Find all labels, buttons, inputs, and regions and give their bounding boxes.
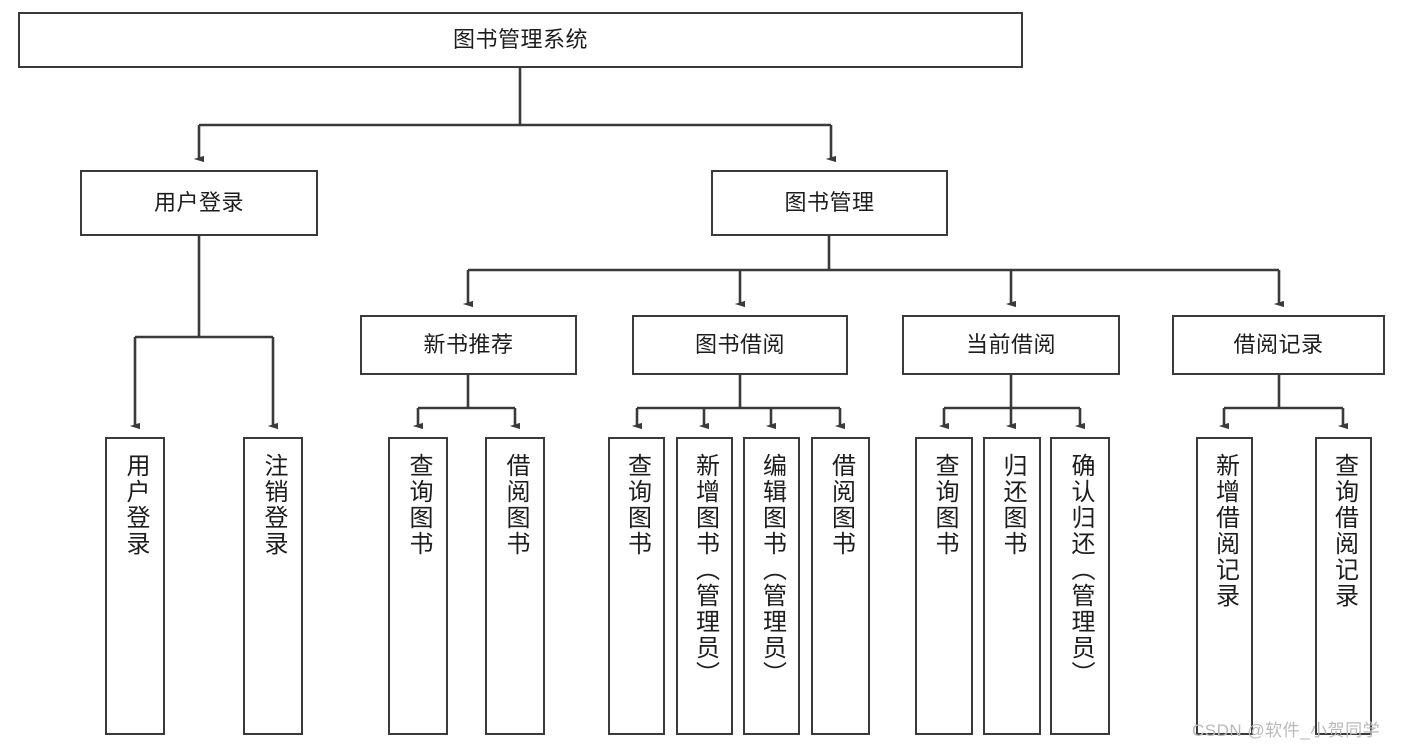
leaf-node-label: 查询图书: [405, 453, 432, 557]
leaf-node[interactable]: 编辑图书（管理员）: [743, 437, 800, 735]
leaf-node[interactable]: 查询图书: [608, 437, 665, 735]
leaf-node[interactable]: 用户登录: [105, 437, 165, 735]
leaf-node-label: 查询借阅记录: [1330, 453, 1358, 609]
leaf-node-label: 查询图书: [931, 453, 958, 557]
leaf-node-label: 确认归还（管理员）: [1067, 453, 1094, 687]
node-label: 当前借阅: [965, 332, 1056, 358]
node-label: 借阅记录: [1233, 332, 1324, 358]
node-level3-book-borrow[interactable]: 图书借阅: [632, 315, 848, 375]
leaf-node[interactable]: 查询图书: [915, 437, 973, 735]
leaf-node[interactable]: 新增图书（管理员）: [676, 437, 733, 735]
leaf-node-label: 归还图书: [999, 453, 1026, 557]
leaf-node[interactable]: 借阅图书: [485, 437, 545, 735]
csdn-watermark: CSDN @软件_小贺同学: [1192, 721, 1381, 740]
leaf-node[interactable]: 查询借阅记录: [1315, 437, 1372, 735]
node-label: 用户登录: [153, 190, 244, 216]
leaf-node-label: 查询图书: [623, 453, 651, 557]
leaf-node[interactable]: 新增借阅记录: [1196, 437, 1253, 735]
node-label: 图书借阅: [694, 332, 785, 358]
leaf-node-label: 用户登录: [122, 453, 149, 557]
node-root[interactable]: 图书管理系统: [18, 12, 1023, 68]
leaf-node[interactable]: 借阅图书: [811, 437, 870, 735]
leaf-node-label: 注销登录: [260, 453, 287, 557]
leaf-node-label: 新增图书（管理员）: [691, 453, 719, 687]
node-level2-book-management[interactable]: 图书管理: [711, 170, 948, 236]
leaf-node-label: 新增借阅记录: [1211, 453, 1239, 609]
leaf-node[interactable]: 归还图书: [983, 437, 1041, 735]
node-label: 新书推荐: [423, 332, 514, 358]
leaf-node-label: 编辑图书（管理员）: [758, 453, 786, 687]
leaf-node-label: 借阅图书: [827, 453, 855, 557]
leaf-node[interactable]: 确认归还（管理员）: [1050, 437, 1110, 735]
node-level3-new-book-recommend[interactable]: 新书推荐: [360, 315, 577, 375]
node-level2-user-login[interactable]: 用户登录: [80, 170, 318, 236]
leaf-node[interactable]: 查询图书: [388, 437, 448, 735]
node-label: 图书管理: [784, 190, 875, 216]
node-level3-borrow-record[interactable]: 借阅记录: [1172, 315, 1385, 375]
leaf-node[interactable]: 注销登录: [243, 437, 303, 735]
leaf-node-label: 借阅图书: [502, 453, 529, 557]
node-level3-current-borrow[interactable]: 当前借阅: [902, 315, 1120, 375]
node-root-label: 图书管理系统: [452, 27, 588, 53]
